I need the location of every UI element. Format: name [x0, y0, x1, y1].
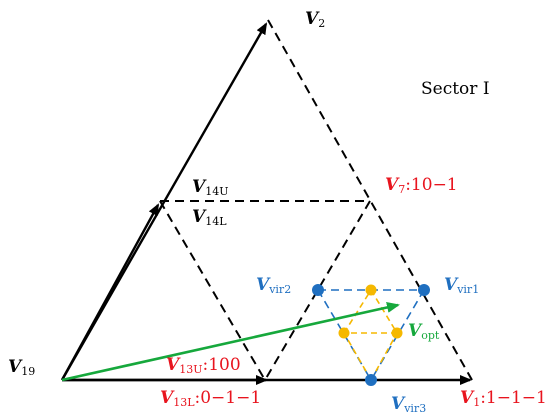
label-v2: V2 — [305, 9, 325, 30]
label-v14u: V14U — [192, 177, 228, 198]
grid-line-v14-v13 — [159, 200, 266, 381]
hex-point-top — [365, 284, 377, 296]
hex-point-left — [338, 327, 350, 339]
vector-vopt-arrow — [61, 302, 400, 382]
vvir2-point — [312, 284, 324, 296]
label-vvir1: Vvir1 — [444, 275, 479, 296]
basic-vectors — [60, 22, 472, 385]
grid-line-v7-v13 — [264, 200, 371, 381]
sector-grid — [159, 19, 473, 381]
label-vvir2: Vvir2 — [256, 275, 291, 296]
vector-v14-arrow — [60, 203, 160, 381]
vvir1-point — [418, 284, 430, 296]
label-v14l: V14L — [192, 207, 227, 228]
small-hexagon — [343, 289, 398, 381]
label-vopt: Vopt — [408, 321, 440, 342]
vector-v2-arrow — [60, 22, 268, 381]
label-v19: V19 — [8, 357, 35, 378]
sector-label: Sector Ⅰ — [421, 79, 490, 99]
grid-line-v2-v1 — [267, 19, 473, 381]
vvir3-point — [365, 374, 377, 386]
label-v13u: V13U:100 — [166, 355, 241, 376]
virtual-vector-points — [312, 284, 430, 386]
label-v7: V7:10−1 — [385, 175, 458, 196]
label-v1: V1:1−1−1 — [460, 388, 547, 409]
hex-point-right — [391, 327, 403, 339]
label-vvir3: Vvir3 — [391, 394, 426, 415]
label-v13l: V13L:0−1−1 — [160, 388, 261, 409]
